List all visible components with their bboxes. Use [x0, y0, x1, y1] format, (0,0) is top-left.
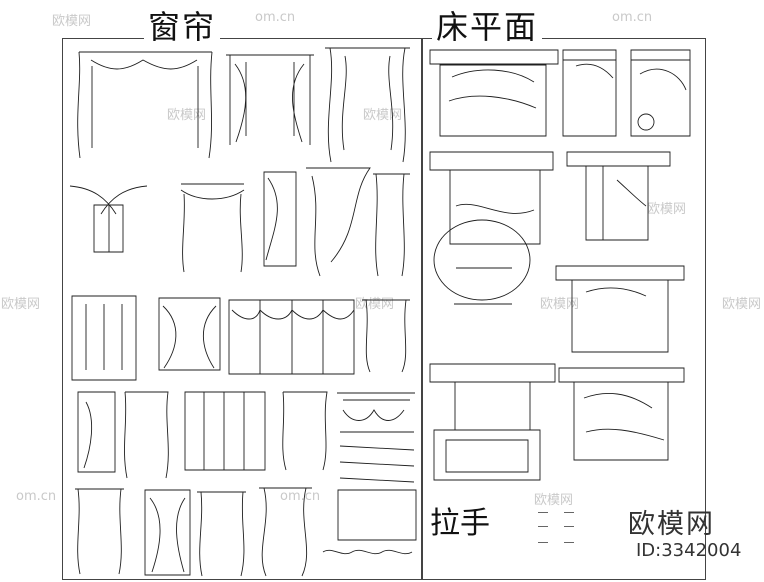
watermark-domain: om.cn: [16, 489, 57, 504]
handle-mark: [538, 512, 548, 513]
bed-plan-title: 床平面: [432, 2, 543, 48]
handle-mark: [564, 512, 574, 513]
watermark-brand: 欧模网: [52, 14, 92, 29]
handle-mark: [538, 526, 548, 527]
watermark-brand: 欧模网: [167, 108, 207, 123]
handle-mark: [538, 542, 548, 543]
handle-mark: [564, 542, 574, 543]
watermark-brand: 欧模网: [647, 202, 687, 217]
handle-title: 拉手: [430, 506, 490, 541]
watermark-brand: 欧模网: [722, 297, 762, 312]
watermark-domain: om.cn: [612, 10, 653, 25]
watermark-logo: 欧模网: [628, 509, 715, 540]
watermark-domain: om.cn: [255, 10, 296, 25]
watermark-brand: 欧模网: [534, 493, 574, 508]
watermark-domain: om.cn: [280, 489, 321, 504]
watermark-brand: 欧模网: [540, 297, 580, 312]
handle-mark: [564, 526, 574, 527]
curtain-title: 窗帘: [144, 2, 221, 48]
watermark-id: ID:3342004: [636, 540, 742, 561]
watermark-brand: 欧模网: [1, 297, 41, 312]
watermark-brand: 欧模网: [355, 297, 395, 312]
bed-plan-sheet: [422, 38, 706, 580]
